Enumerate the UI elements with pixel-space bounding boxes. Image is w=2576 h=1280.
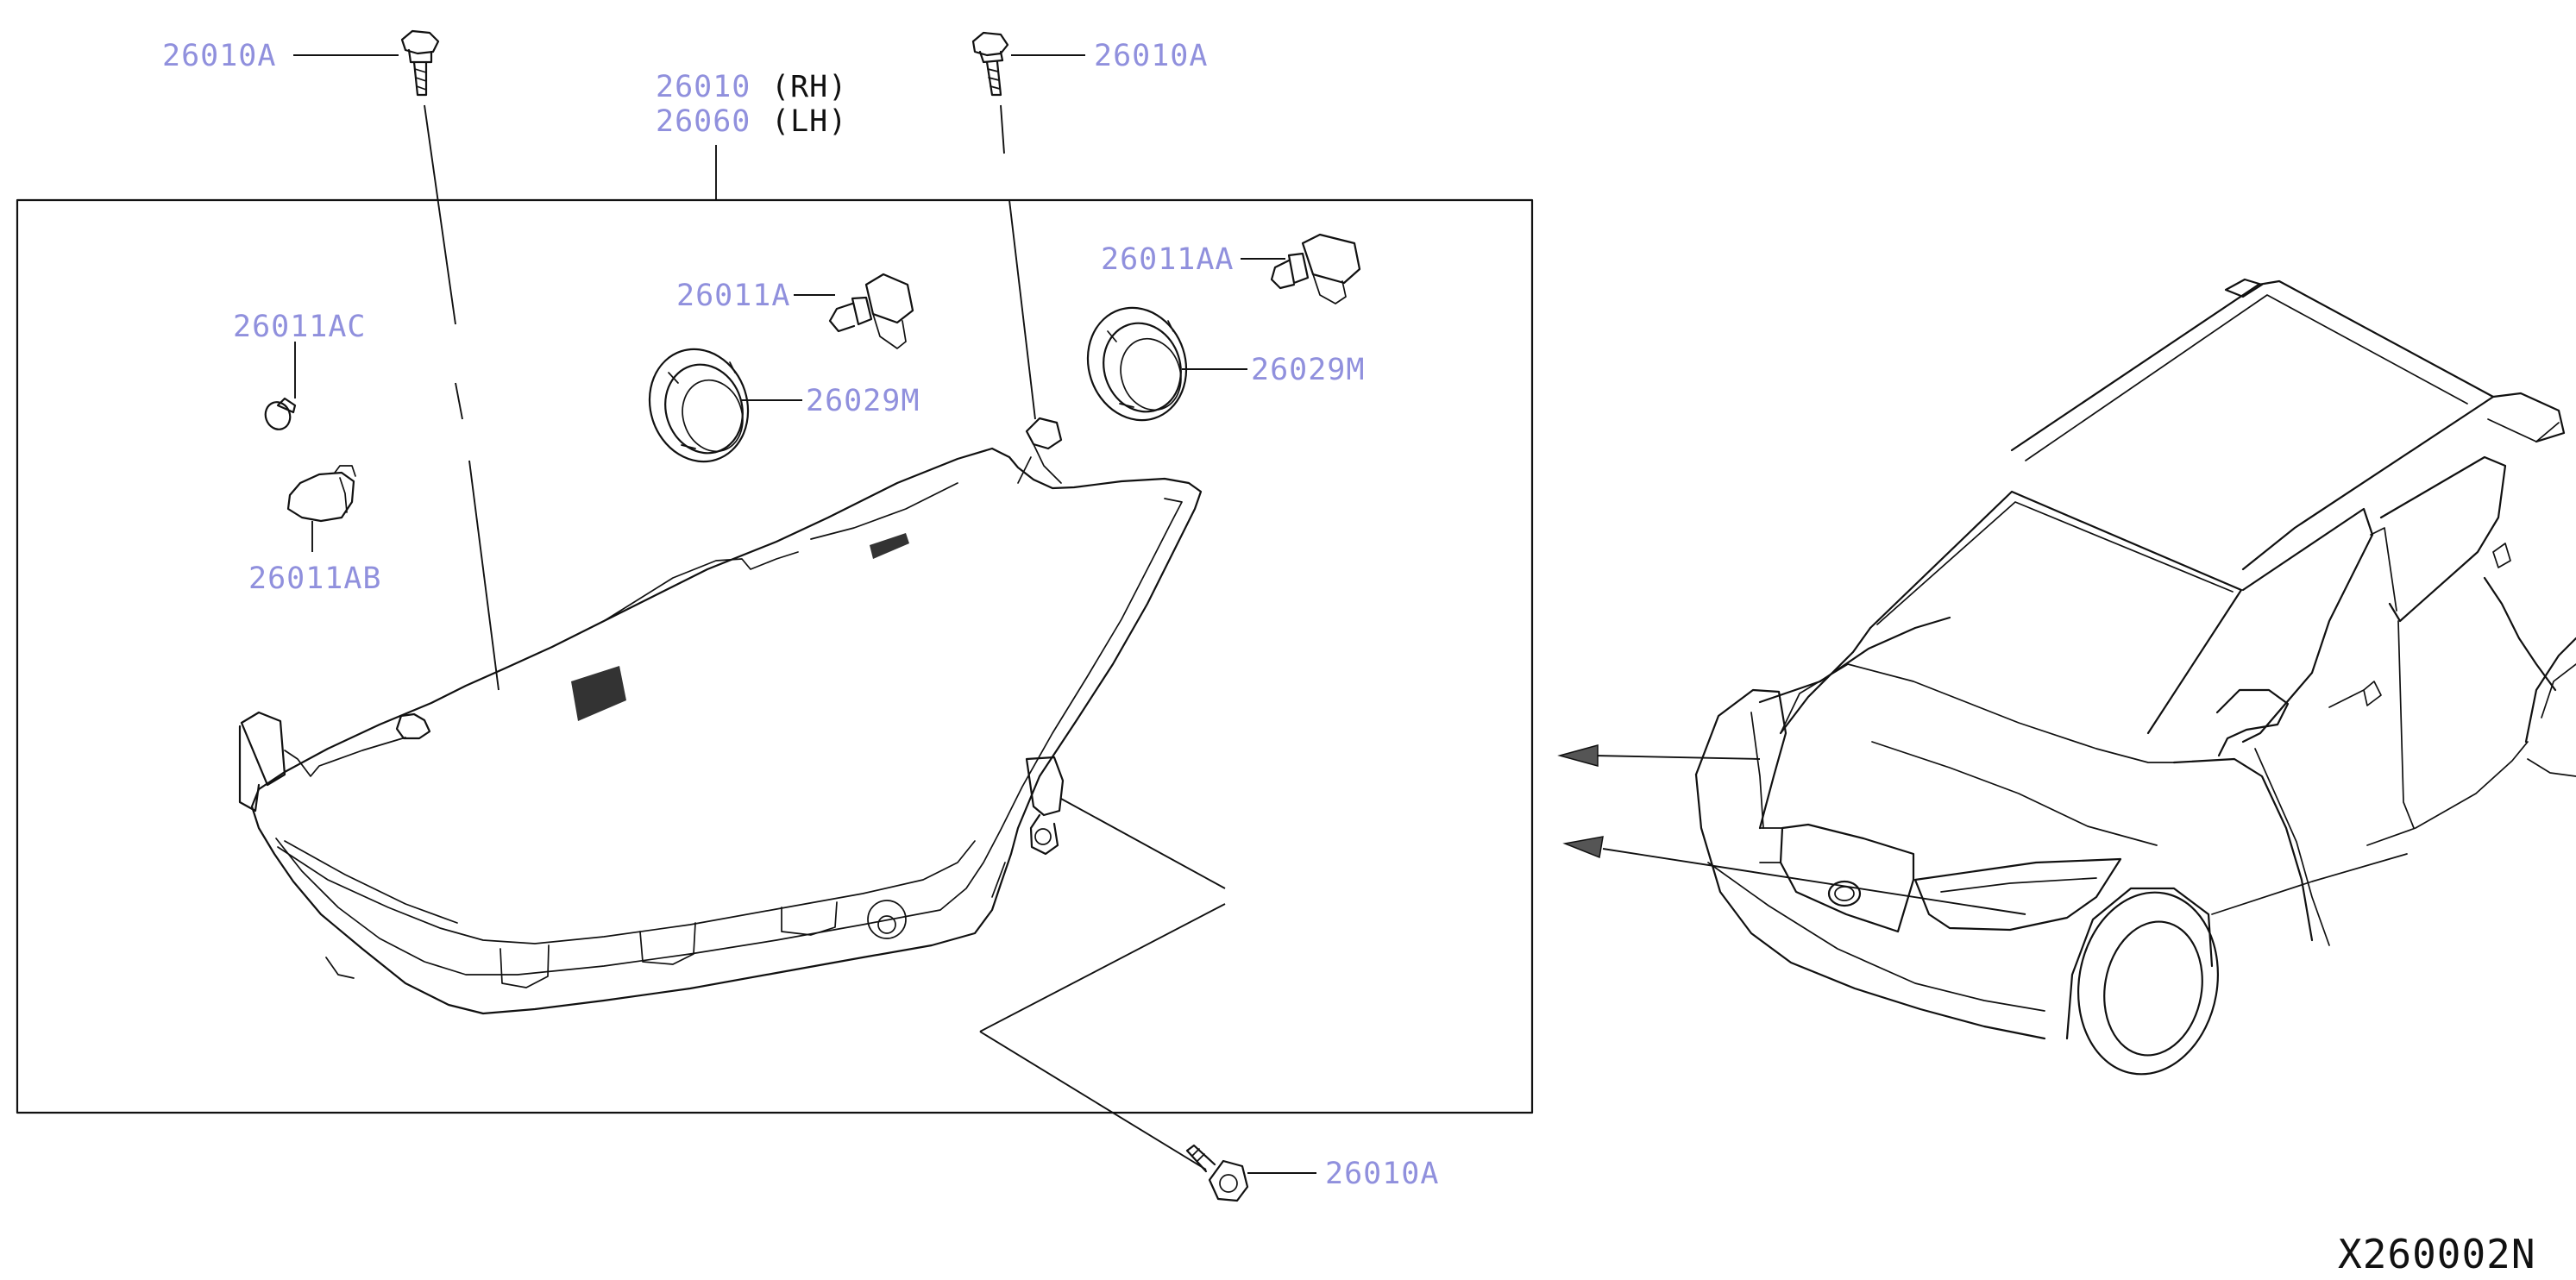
label-cap-right: 26029M — [1251, 353, 1365, 387]
figure-code: X260002N — [2338, 1231, 2536, 1277]
headlamp-assembly[interactable] — [238, 417, 1203, 1015]
label-bulb-small: 26011AC — [233, 310, 367, 344]
label-assembly-lh-part: 26060 — [656, 104, 751, 139]
cap-right[interactable] — [1073, 295, 1200, 433]
bulb-turn-signal[interactable] — [286, 465, 356, 523]
bulb-high-beam[interactable] — [1270, 233, 1361, 304]
bolt-top-left[interactable] — [400, 29, 440, 97]
hatch-area-mid — [571, 666, 626, 721]
label-bolt-top-left: 26010A — [162, 39, 276, 73]
bolt-top-right[interactable] — [971, 31, 1009, 97]
label-bulb-high: 26011AA — [1101, 242, 1235, 277]
label-assembly-rh-part: 26010 — [656, 70, 751, 104]
leader-lines — [293, 54, 1316, 1174]
bolt-bottom[interactable] — [1185, 1144, 1249, 1202]
label-assembly-rh-side: (RH) — [771, 70, 847, 104]
label-bulb-low: 26011A — [676, 279, 790, 313]
arrow-lower — [1562, 836, 2026, 915]
cap-left[interactable] — [635, 336, 762, 474]
arrow-upper — [1557, 744, 1761, 767]
label-assembly-lh-side: (LH) — [771, 104, 847, 139]
label-bulb-turn: 26011AB — [248, 562, 382, 596]
label-cap-left: 26029M — [806, 384, 920, 418]
hatch-area-top — [870, 533, 909, 559]
label-bolt-bottom: 26010A — [1325, 1157, 1439, 1191]
bulb-low-beam[interactable] — [828, 273, 914, 349]
vehicle-outline — [1694, 278, 2576, 1076]
assembly-frame — [16, 198, 1534, 1114]
label-bolt-top-right: 26010A — [1094, 39, 1208, 73]
bulb-small-lamp[interactable] — [261, 397, 297, 433]
